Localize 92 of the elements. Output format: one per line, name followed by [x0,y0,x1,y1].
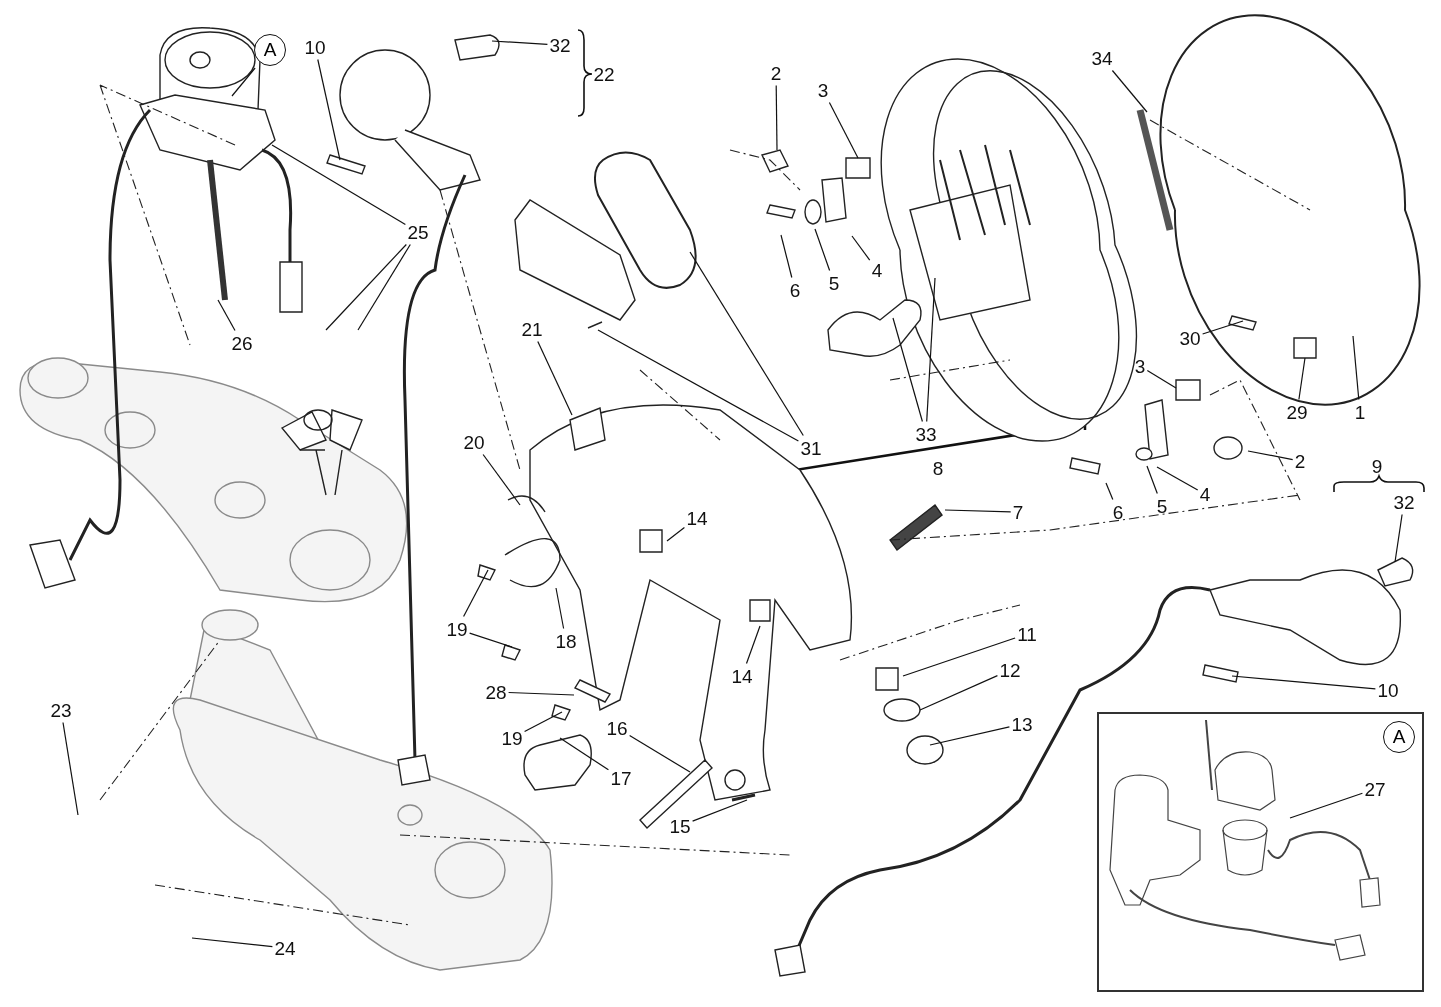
leader-line [926,277,936,423]
leader-line [271,144,406,226]
callout-number: 22 [593,63,615,85]
leader-line [1247,450,1294,461]
detail-inset-panel [1097,712,1424,992]
callout-number: 32 [549,34,571,56]
callout-number: 26 [231,332,253,354]
callout-number: 12 [999,659,1021,681]
leader-line [325,243,407,331]
callout-number: 17 [610,767,632,789]
callout-number: 4 [871,259,883,281]
callout-number: 4 [1199,483,1211,505]
leader-line [1146,369,1177,389]
leader-line [559,737,609,771]
leader-line [944,509,1012,513]
leader-line [929,726,1010,746]
leader-line [1111,69,1148,113]
callout-number: 13 [1011,713,1033,735]
callout-number: 15 [669,815,691,837]
leader-line [1231,675,1376,690]
callout-number: 28 [485,681,507,703]
callout-number: 24 [274,937,296,959]
callout-number: 18 [555,630,577,652]
leader-line [689,251,804,437]
leader-line [357,243,411,331]
callout-number: 27 [1364,778,1386,800]
leader-line [892,317,923,423]
callout-number: 6 [1112,501,1124,523]
callout-number: 5 [1156,495,1168,517]
leader-line [555,587,565,630]
callout-number: 5 [828,272,840,294]
leader-line [62,721,79,816]
callout-number: 2 [770,62,782,84]
callout-number: 32 [1393,491,1415,513]
leader-line [745,625,761,665]
leader-line [469,632,513,648]
leader-line [1394,513,1403,563]
leader-line [1202,320,1244,335]
leader-line [191,937,273,948]
leader-line [1156,466,1199,491]
leader-line [1289,792,1363,819]
leader-line [851,235,871,261]
callout-number: 31 [800,437,822,459]
leader-line [629,735,691,773]
leader-line [902,637,1016,677]
leader-line [775,84,778,151]
callout-number: 3 [1134,355,1146,377]
callout-number: 14 [731,665,753,687]
leader-line [482,453,521,506]
callout-number: 19 [501,727,523,749]
leader-line [597,329,799,442]
detail-reference-mark: A [254,34,286,66]
leader-line [317,58,341,161]
detail-reference-mark: A [1383,721,1415,753]
callout-number: 8 [932,457,944,479]
callout-number: 3 [817,79,829,101]
leader-line [814,228,831,272]
leader-line [1352,335,1360,401]
leader-line [491,40,548,45]
leader-line [217,299,236,332]
leader-line [508,691,575,696]
callout-number: 1 [1354,401,1366,423]
callout-number: 2 [1294,450,1306,472]
callout-number: 7 [1012,501,1024,523]
callout-number: 6 [789,279,801,301]
leader-line [463,569,489,618]
callout-number: 30 [1179,327,1201,349]
callout-number: 21 [521,318,543,340]
leader-line [524,711,563,733]
callout-number: 23 [50,699,72,721]
leader-line [919,675,998,711]
leader-line [1105,482,1114,501]
callout-number: 9 [1371,455,1383,477]
leader-line [780,234,793,279]
leader-line [1298,357,1306,401]
leader-line [828,101,859,159]
callout-number: 19 [446,618,468,640]
leader-line [666,527,685,542]
callout-number: 16 [606,717,628,739]
leader-line [692,799,748,822]
callout-number: 34 [1091,47,1113,69]
callout-number: 10 [304,36,326,58]
leader-line [1146,465,1158,495]
callout-number: 25 [407,221,429,243]
callout-number: 10 [1377,679,1399,701]
leader-line [231,67,256,97]
leader-line [537,340,573,416]
callout-number: 11 [1017,623,1037,645]
callout-number: 29 [1286,401,1308,423]
callout-number: 33 [915,423,937,445]
callout-number: 20 [463,431,485,453]
callout-number: 14 [686,507,708,529]
